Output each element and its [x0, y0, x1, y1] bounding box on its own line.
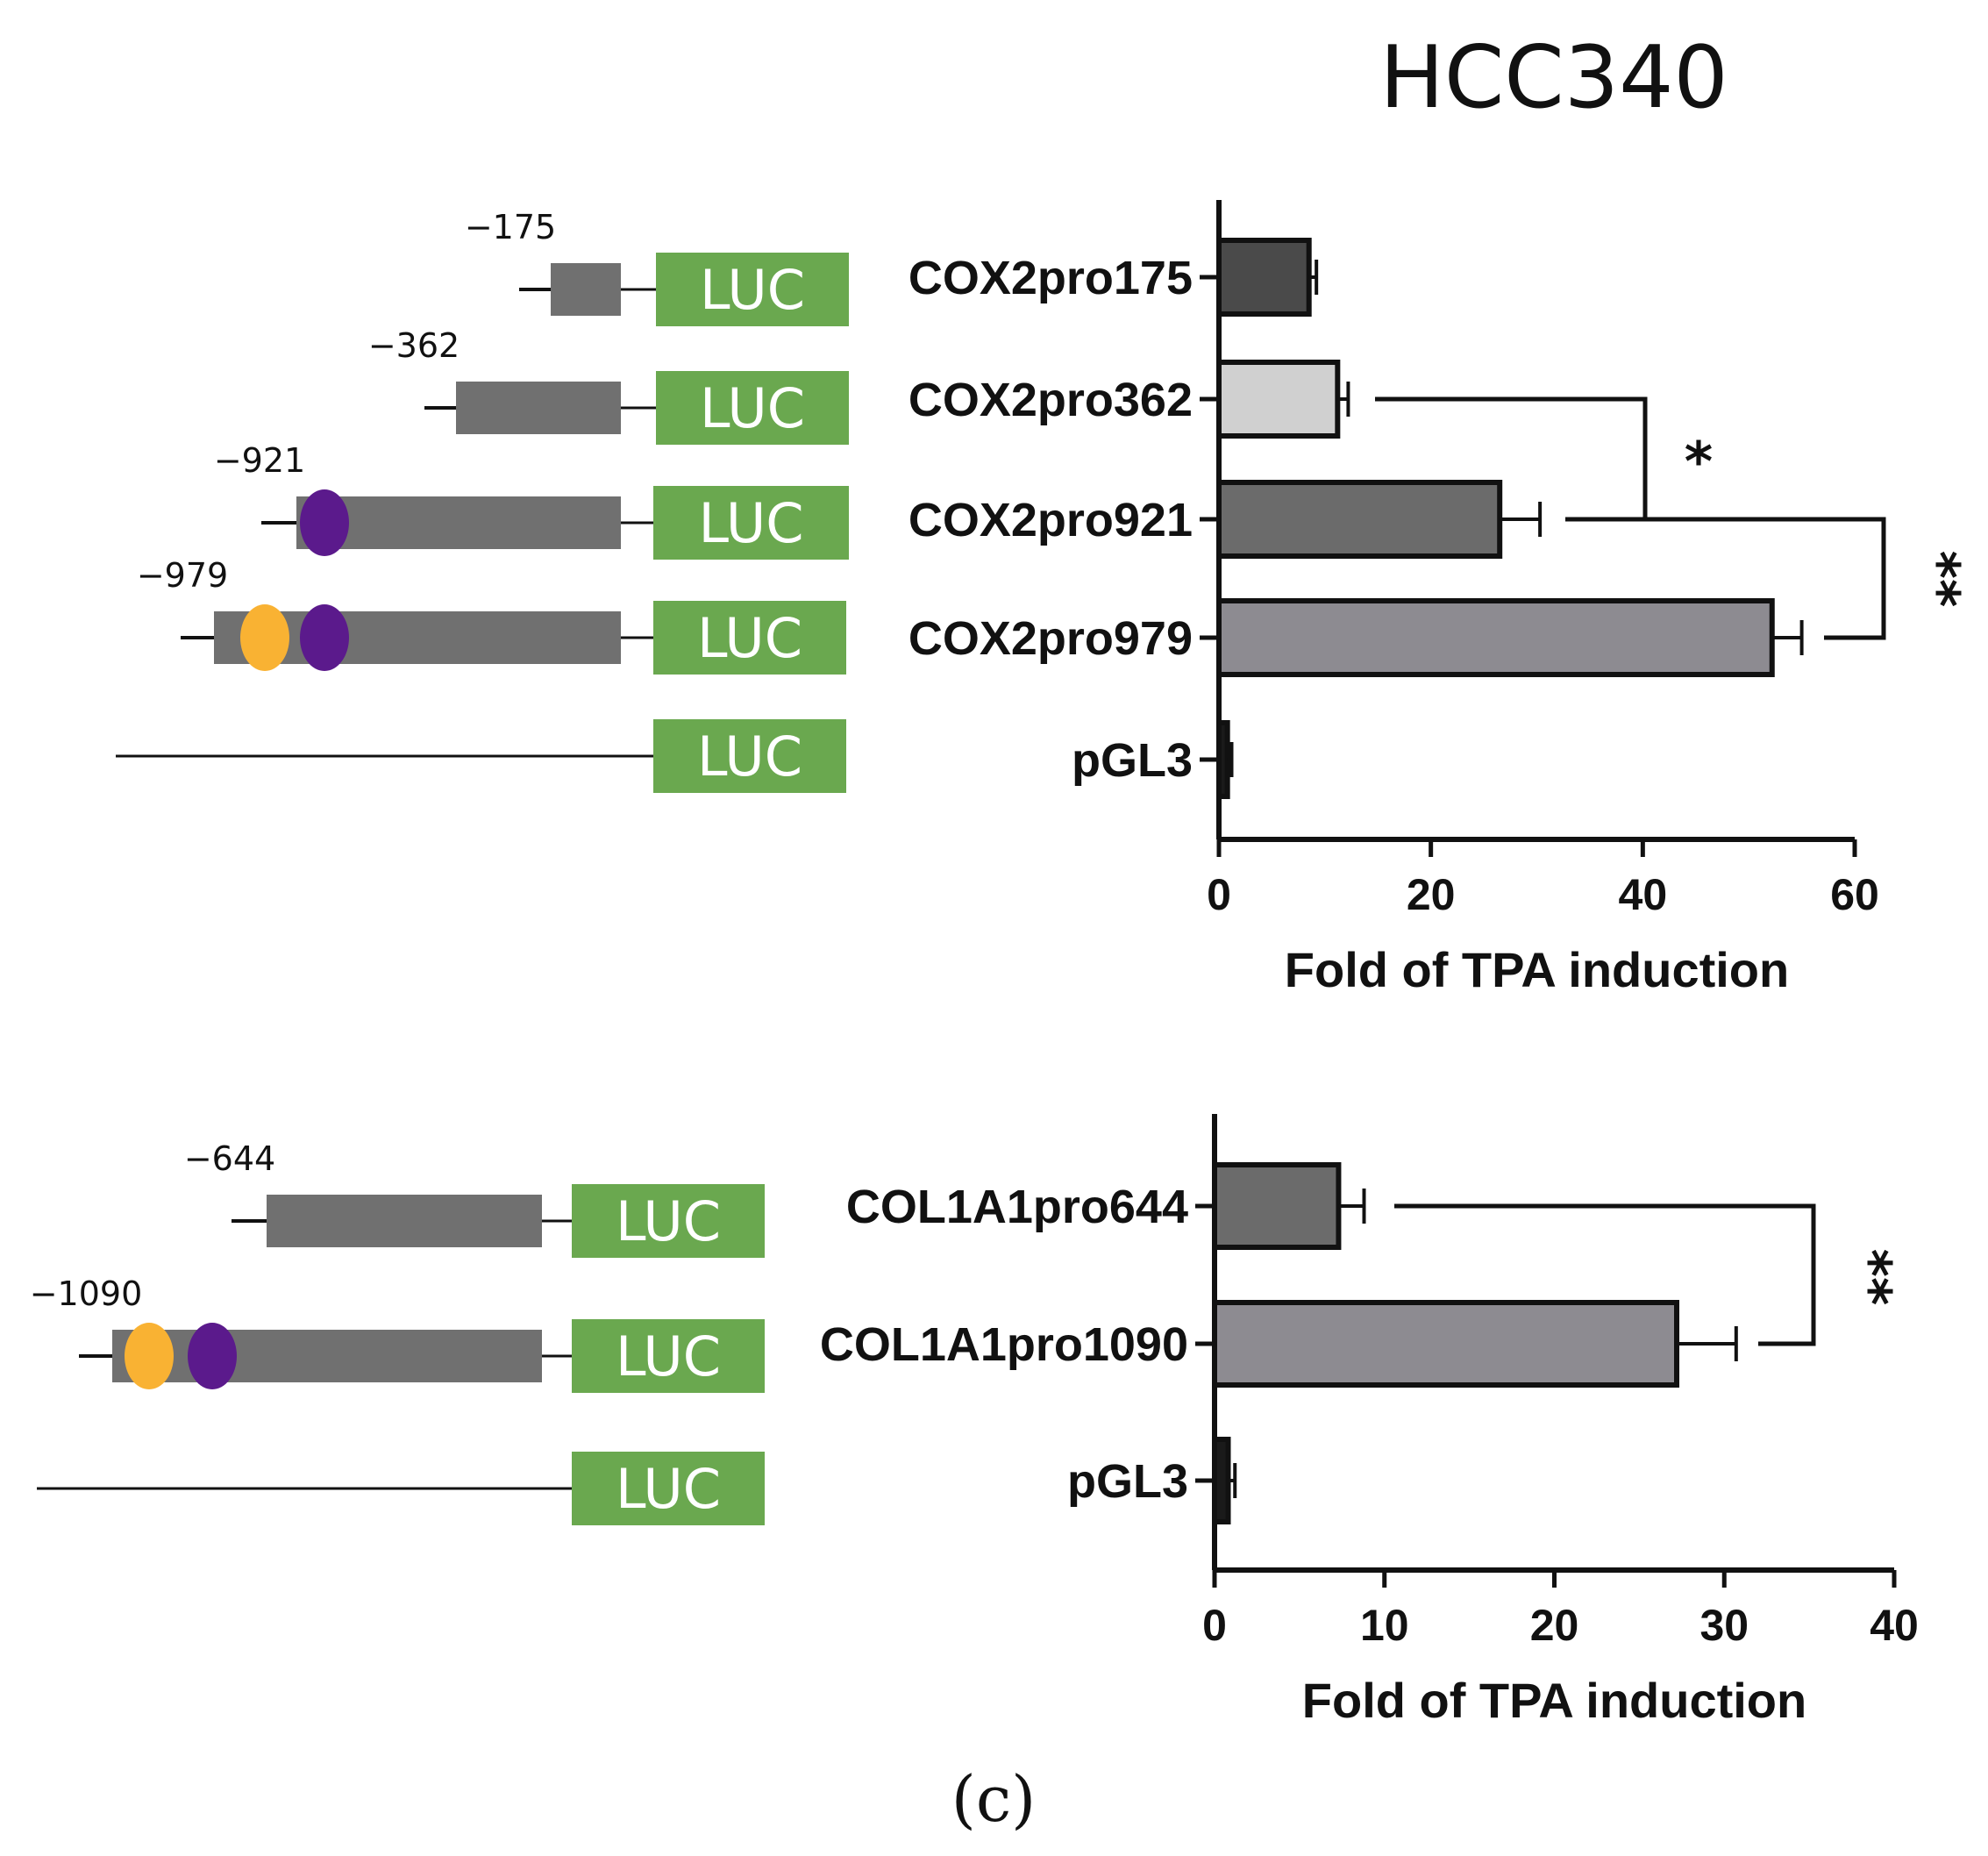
col1a1-category-label: pGL3 — [1067, 1455, 1188, 1508]
top-site-orange — [240, 604, 289, 671]
top-luc-box — [656, 371, 849, 445]
top-luc-label: LUC — [700, 376, 805, 440]
cox2-bar — [1216, 480, 1503, 559]
cox2-significance-label: * — [1685, 430, 1713, 494]
cox2-significance-bracket — [1565, 517, 1886, 640]
col1a1-x-tick-label: 20 — [1530, 1601, 1579, 1650]
col1a1-significance-label: ** — [1839, 1249, 1903, 1306]
cox2-bar — [1216, 598, 1775, 677]
bot-site-purple — [188, 1323, 237, 1389]
figure-caption: (c) — [951, 1762, 1037, 1836]
cox2-significance-label: ** — [1907, 551, 1971, 608]
col1a1-bar — [1212, 1437, 1231, 1524]
top-luc-label: LUC — [700, 258, 805, 322]
top-promoter-bar — [551, 263, 621, 316]
col1a1-x-tick-label: 30 — [1699, 1601, 1749, 1650]
figure-title: HCC340 — [1379, 28, 1728, 128]
top-luc-box — [653, 719, 846, 793]
bot-luc-box — [572, 1184, 765, 1258]
bot-luc-label: LUC — [616, 1324, 721, 1388]
cox2-category-label: COX2pro175 — [908, 252, 1193, 304]
top-promoter-bar — [296, 496, 621, 549]
cox2-bar — [1216, 360, 1341, 439]
col1a1-x-tick-label: 0 — [1202, 1601, 1227, 1650]
bot-site-orange — [125, 1323, 174, 1389]
col1a1-category-label: COL1A1pro1090 — [820, 1318, 1188, 1371]
bot-luc-label: LUC — [616, 1189, 721, 1253]
top-position-label: −362 — [368, 326, 460, 365]
bot-position-label: −644 — [184, 1139, 275, 1178]
cox2-x-tick-label: 20 — [1407, 870, 1456, 919]
bot-position-label: −1090 — [30, 1274, 143, 1313]
cox2-bar — [1216, 238, 1312, 317]
col1a1-category-label: COL1A1pro644 — [846, 1181, 1188, 1233]
top-position-label: −175 — [465, 208, 556, 246]
col1a1-significance-bracket — [1394, 1203, 1816, 1346]
bot-luc-box — [572, 1452, 765, 1525]
top-luc-box — [653, 486, 849, 560]
col1a1-x-tick-label: 10 — [1360, 1601, 1409, 1650]
col1a1-x-tick-label: 40 — [1870, 1601, 1919, 1650]
cox2-x-axis-label: Fold of TPA induction — [1285, 942, 1789, 997]
top-luc-label: LUC — [697, 606, 802, 670]
bot-luc-box — [572, 1319, 765, 1393]
cox2-category-label: pGL3 — [1072, 734, 1193, 787]
top-luc-label: LUC — [698, 491, 803, 555]
cox2-x-tick-label: 60 — [1830, 870, 1879, 919]
top-position-label: −979 — [137, 556, 228, 595]
top-promoter-bar — [456, 382, 621, 434]
cox2-category-label: COX2pro921 — [908, 494, 1193, 546]
cox2-category-label: COX2pro979 — [908, 612, 1193, 665]
bot-promoter-bar — [267, 1195, 542, 1247]
cox2-bar — [1216, 720, 1230, 799]
top-luc-box — [653, 601, 846, 675]
cox2-category-label: COX2pro362 — [908, 374, 1193, 426]
col1a1-x-axis-label: Fold of TPA induction — [1302, 1673, 1806, 1728]
top-position-label: −921 — [214, 441, 305, 480]
top-luc-label: LUC — [697, 725, 802, 789]
cox2-x-tick-label: 40 — [1619, 870, 1668, 919]
bot-promoter-bar — [112, 1330, 542, 1382]
col1a1-bar — [1212, 1162, 1342, 1250]
top-site-purple — [300, 489, 349, 556]
col1a1-bar — [1212, 1300, 1679, 1388]
top-luc-box — [656, 253, 849, 326]
cox2-x-tick-label: 0 — [1207, 870, 1231, 919]
top-site-purple — [300, 604, 349, 671]
bot-luc-label: LUC — [616, 1457, 721, 1521]
